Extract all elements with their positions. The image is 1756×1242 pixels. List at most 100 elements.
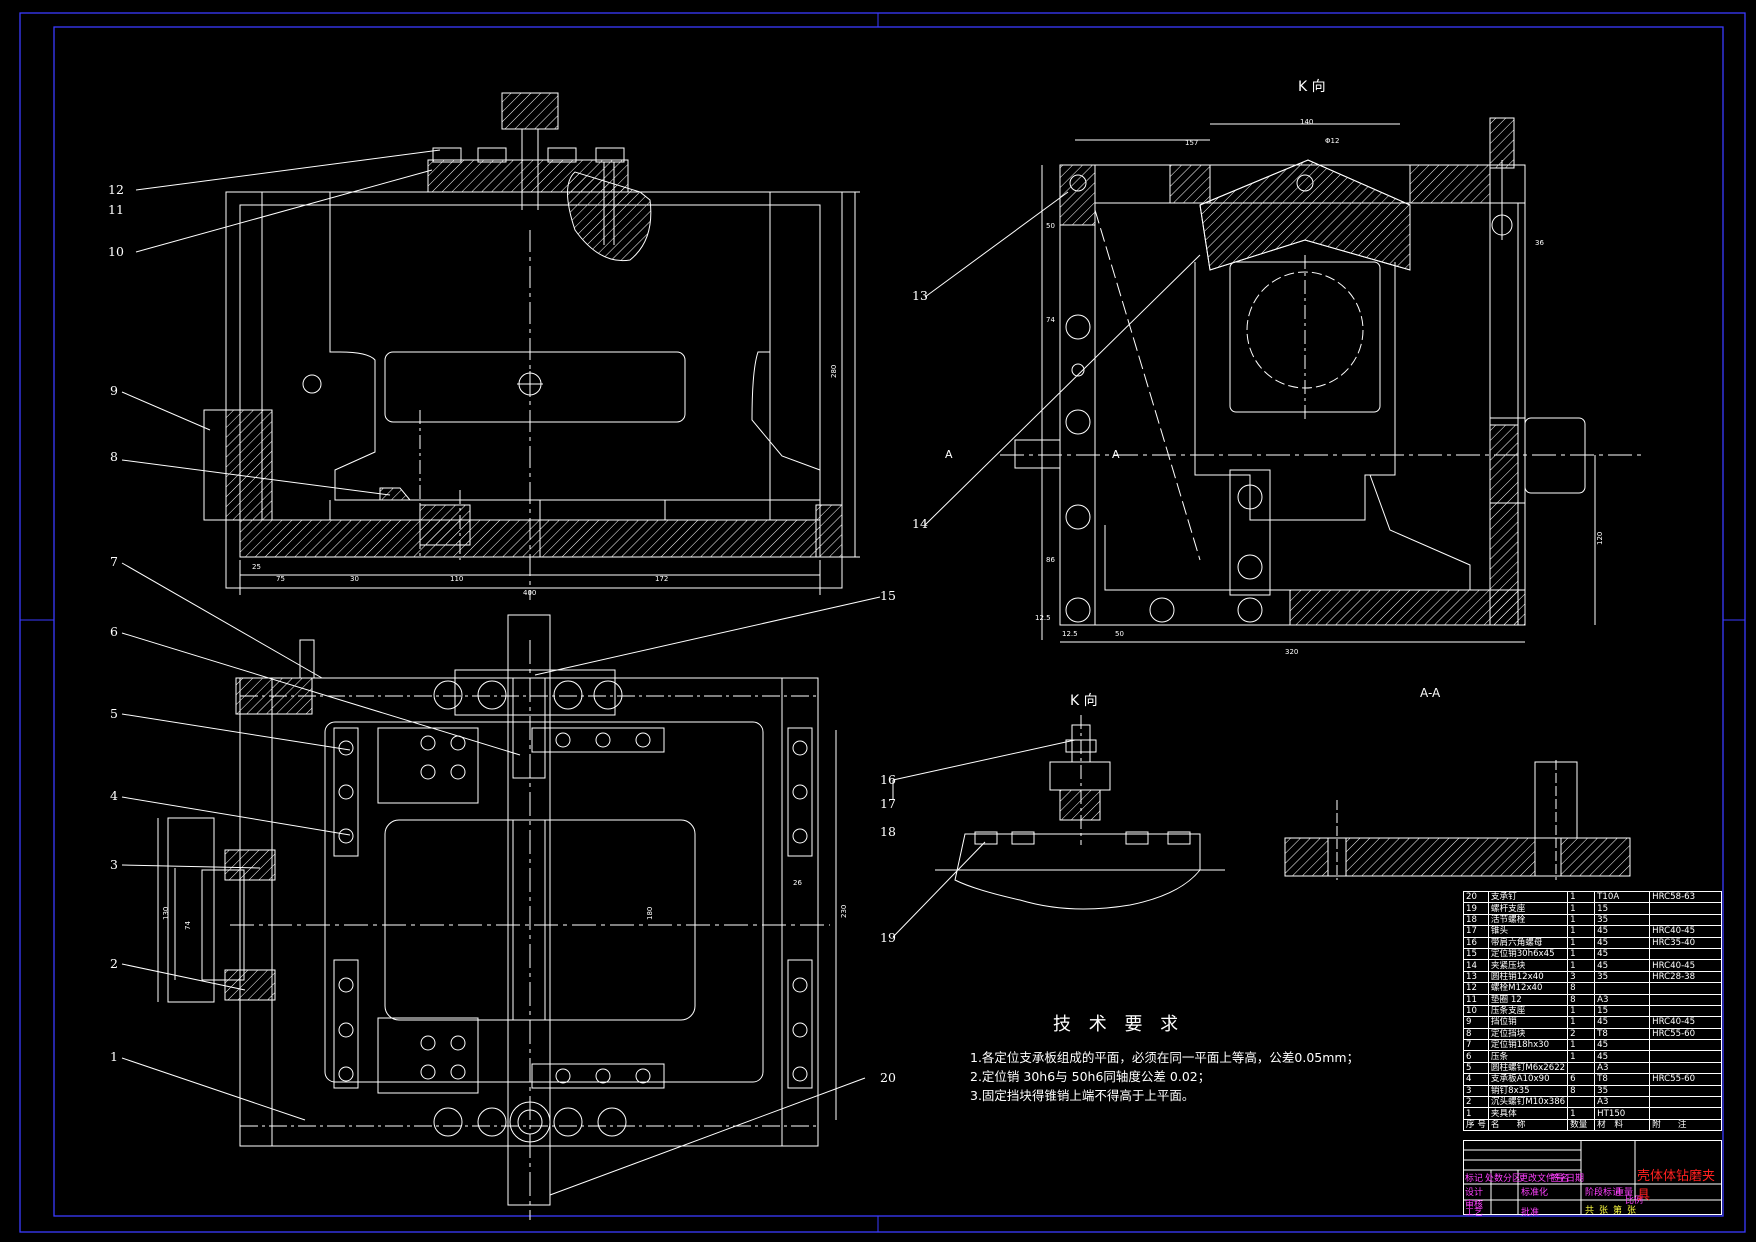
bom-cell: 45 <box>1594 1039 1651 1052</box>
leader-number: 4 <box>110 788 118 803</box>
bom-cell: 1 <box>1567 959 1596 972</box>
bom-cell: 1 <box>1567 947 1596 961</box>
bom-cell: 1 <box>1567 1050 1596 1063</box>
bom-cell: HRC55-60 <box>1649 1073 1722 1086</box>
k-view-label: K 向 <box>1298 79 1326 95</box>
tb-label: 更改文件号 <box>1519 1174 1565 1184</box>
hole <box>420 735 436 751</box>
bom-cell: A3 <box>1594 1096 1651 1109</box>
bom-cell: 45 <box>1594 925 1651 938</box>
bom-cell: HRC40-45 <box>1649 1016 1722 1029</box>
dim-text: 75 <box>276 575 285 583</box>
bom-cell <box>1649 982 1722 995</box>
hole <box>792 1022 808 1038</box>
hole <box>338 977 354 993</box>
leader-number: 13 <box>912 288 928 303</box>
section-aa <box>1284 760 1631 880</box>
bom-cell: 3 <box>1567 970 1596 984</box>
leader-number: 7 <box>110 554 118 569</box>
bom-cell: 35 <box>1594 1084 1651 1098</box>
bom-cell: 19 <box>1463 902 1489 915</box>
dim-text: 180 <box>646 907 654 920</box>
leader-number: 5 <box>110 706 118 721</box>
bom-cell: 1 <box>1567 913 1596 927</box>
bom-cell: 10 <box>1463 1004 1489 1018</box>
dim-text: 25 <box>252 563 261 571</box>
bom-cell: 16 <box>1463 936 1489 949</box>
dim-text: 26 <box>793 879 802 887</box>
hole <box>338 740 354 756</box>
leader-number: 1 <box>110 1049 118 1064</box>
bom-cell: 45 <box>1594 936 1651 949</box>
bom-cell <box>1649 947 1722 961</box>
hole <box>593 680 623 710</box>
tb-label: 审核 <box>1465 1200 1484 1210</box>
hole <box>792 977 808 993</box>
bom-cell: 45 <box>1594 947 1651 961</box>
leader-number: 9 <box>110 383 118 398</box>
bom-cell: 夹紧压块 <box>1487 959 1569 972</box>
bom-cell <box>1649 1039 1722 1052</box>
title-block: 标记 处数 分区 更改文件号 签名 日期 设计 标准化 阶段标记 重量 比例 审… <box>1463 1140 1722 1218</box>
hole <box>595 1068 611 1084</box>
bom-cell: 35 <box>1594 970 1651 984</box>
bom-cell: 活节螺栓 <box>1487 913 1569 927</box>
bom-cell: 锥头 <box>1487 925 1569 938</box>
hole <box>450 764 466 780</box>
bom-cell: T8 <box>1594 1073 1651 1086</box>
bom-cell: 螺杆支座 <box>1487 902 1569 915</box>
bom-cell: T10A <box>1594 890 1651 904</box>
bom-cell: HRC35-40 <box>1649 936 1722 949</box>
bom-cell: 45 <box>1594 1016 1651 1029</box>
hole <box>517 1109 543 1135</box>
bom-cell: 1 <box>1567 1107 1596 1120</box>
hole <box>635 732 651 748</box>
bom-cell: 14 <box>1463 959 1489 972</box>
bom-cell: 1 <box>1567 1004 1596 1018</box>
k-view-dimension-texts: 157 140 Φ12 50 74 36 86 12.5 12.5 50 320… <box>1035 118 1604 656</box>
tb-label: 张 <box>1599 1206 1609 1216</box>
bom-cell: 1 <box>1567 1016 1596 1029</box>
hole <box>792 828 808 844</box>
k-view-small-label: K 向 <box>1070 693 1098 709</box>
bom-cell: 压条 <box>1487 1050 1569 1063</box>
bom-cell: 15 <box>1463 947 1489 961</box>
hole <box>450 1035 466 1051</box>
tb-label: 处数 <box>1485 1174 1504 1184</box>
hole <box>433 680 463 710</box>
hole <box>338 1066 354 1082</box>
hole <box>635 1068 651 1084</box>
tb-label: 设计 <box>1465 1188 1484 1198</box>
bom-cell: T8 <box>1594 1027 1651 1041</box>
bom-cell: 定位挡块 <box>1487 1027 1569 1041</box>
dim-text: 230 <box>840 905 848 918</box>
dim-text: 74 <box>1046 316 1055 324</box>
drawing-title: 壳体体钻磨夹具 <box>1637 1169 1716 1203</box>
bom-cell: 支承板A10x90 <box>1487 1073 1569 1086</box>
front-dimension-texts: 25 75 30 110 172 400 280 <box>252 365 838 597</box>
bom-cell: 4 <box>1463 1073 1489 1086</box>
hole <box>597 1107 627 1137</box>
bom-cell: HT150 <box>1594 1107 1651 1120</box>
bom-cell: 5 <box>1463 1061 1489 1075</box>
leader-number: 17 <box>880 796 896 811</box>
tb-label: 重量 <box>1615 1188 1634 1198</box>
bom-cell: 8 <box>1463 1027 1489 1041</box>
tech-req-item: 1.各定位支承板组成的平面，必须在同一平面上等高，公差0.05mm； <box>970 1050 1360 1065</box>
hole <box>553 680 583 710</box>
bom-cell: HRC28-38 <box>1649 970 1722 984</box>
bom-cell: 45 <box>1594 1050 1651 1063</box>
bom-cell: HRC40-45 <box>1649 959 1722 972</box>
bom-cell: 沉头螺钉M10x386 <box>1487 1096 1569 1109</box>
plan-holes <box>338 680 808 1143</box>
hole <box>338 1022 354 1038</box>
